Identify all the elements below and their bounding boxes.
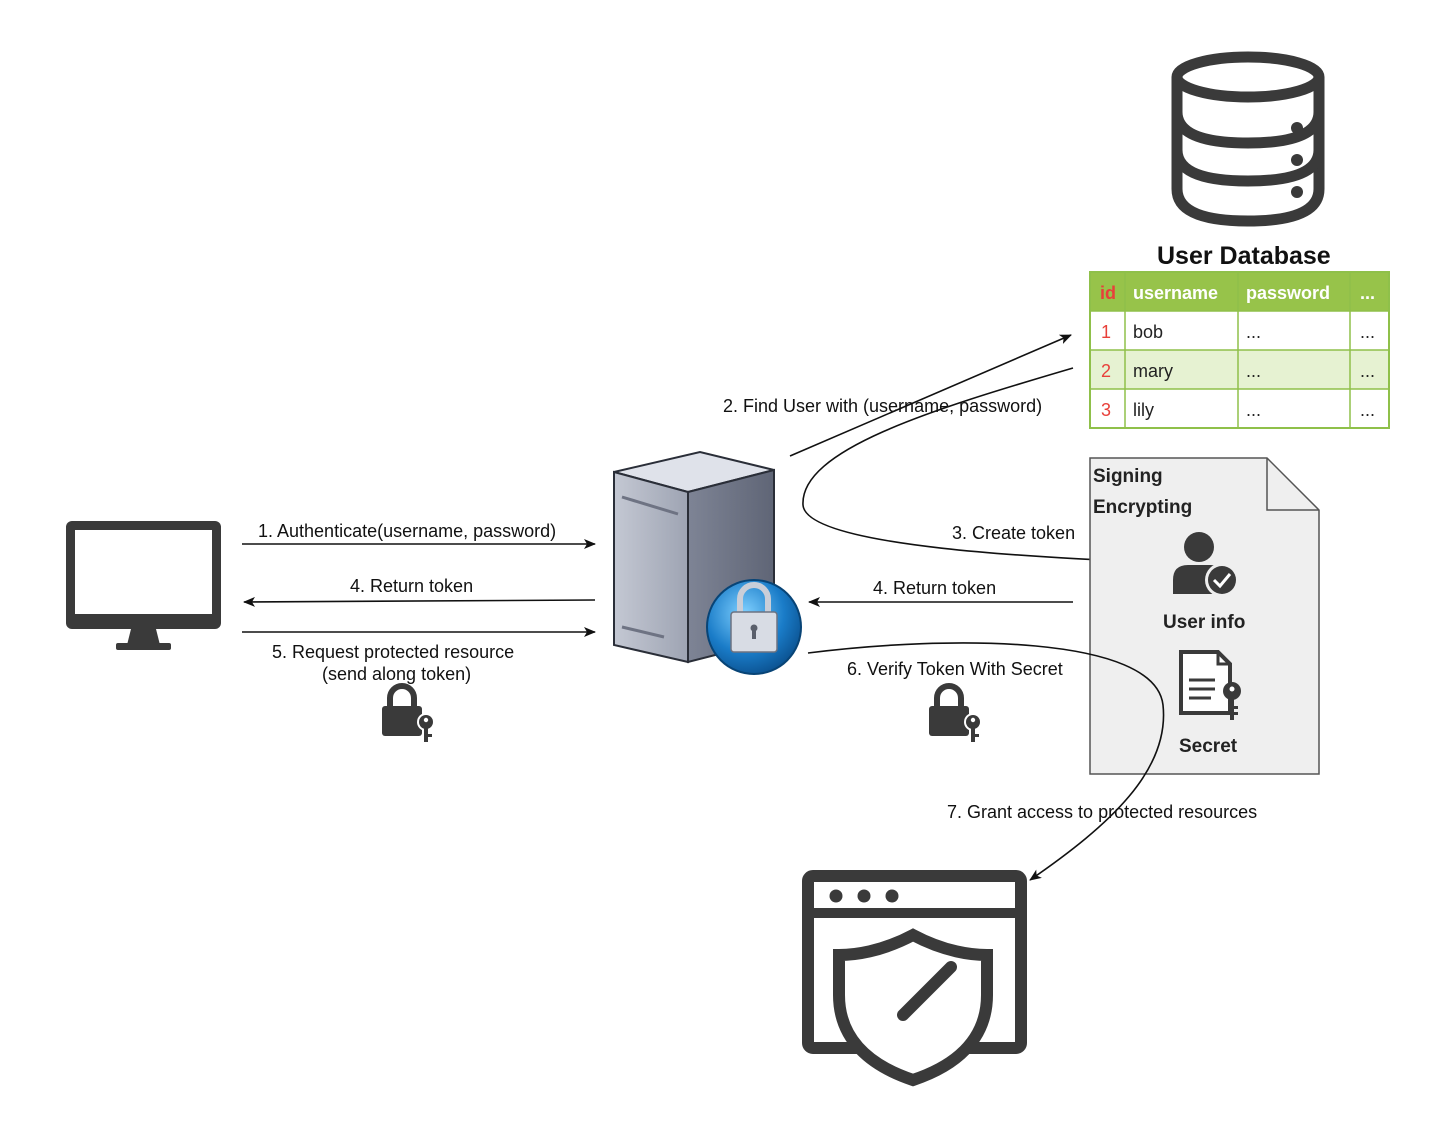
token-doc-encrypting: Encrypting xyxy=(1093,497,1192,518)
request-resource-label-line2: (send along token) xyxy=(322,664,471,684)
user-info-label: User info xyxy=(1163,612,1245,633)
table-cell-password: ... xyxy=(1246,361,1261,381)
table-cell-id: 3 xyxy=(1101,400,1111,420)
user-table: id username password ... 1 bob ... ... 2… xyxy=(1089,271,1390,429)
lock-key-icon xyxy=(382,683,435,742)
table-cell-username: mary xyxy=(1133,361,1173,381)
table-cell-username: lily xyxy=(1133,400,1154,420)
secret-label: Secret xyxy=(1179,736,1238,757)
user-check-icon xyxy=(1173,532,1239,597)
token-document xyxy=(1089,457,1320,775)
browser-shield-icon xyxy=(802,870,1027,1087)
request-resource-label-line1: 5. Request protected resource xyxy=(272,642,514,662)
document-key-icon xyxy=(1179,650,1241,720)
find-user-arrow xyxy=(789,334,1072,457)
table-cell-more: ... xyxy=(1360,322,1375,342)
find-user-label: 2. Find User with (username, password) xyxy=(723,396,1042,416)
database-icon xyxy=(1171,51,1325,227)
table-cell-more: ... xyxy=(1360,400,1375,420)
database-title: User Database xyxy=(1157,242,1331,270)
verify-token-label: 6. Verify Token With Secret xyxy=(847,659,1063,679)
token-doc-signing: Signing xyxy=(1093,466,1163,487)
server-lock-icon xyxy=(613,450,802,675)
table-cell-password: ... xyxy=(1246,322,1261,342)
lock-key-icon xyxy=(929,683,982,742)
monitor-icon xyxy=(66,521,221,650)
create-token-arrow xyxy=(802,367,1171,568)
table-header-more: ... xyxy=(1360,283,1375,303)
table-header-id: id xyxy=(1100,283,1116,303)
table-header-password: password xyxy=(1246,283,1330,303)
table-header-username: username xyxy=(1133,283,1218,303)
table-cell-password: ... xyxy=(1246,400,1261,420)
return-token-server-label: 4. Return token xyxy=(873,578,996,598)
grant-access-arrow xyxy=(807,642,1165,881)
table-cell-more: ... xyxy=(1360,361,1375,381)
return-token-client-label: 4. Return token xyxy=(350,576,473,596)
table-cell-id: 2 xyxy=(1101,361,1111,381)
grant-access-label: 7. Grant access to protected resources xyxy=(947,802,1257,822)
authenticate-label: 1. Authenticate(username, password) xyxy=(258,521,556,541)
return-token-client-arrow xyxy=(243,596,596,607)
table-cell-id: 1 xyxy=(1101,322,1111,342)
create-token-label: 3. Create token xyxy=(952,523,1075,543)
table-cell-username: bob xyxy=(1133,322,1163,342)
